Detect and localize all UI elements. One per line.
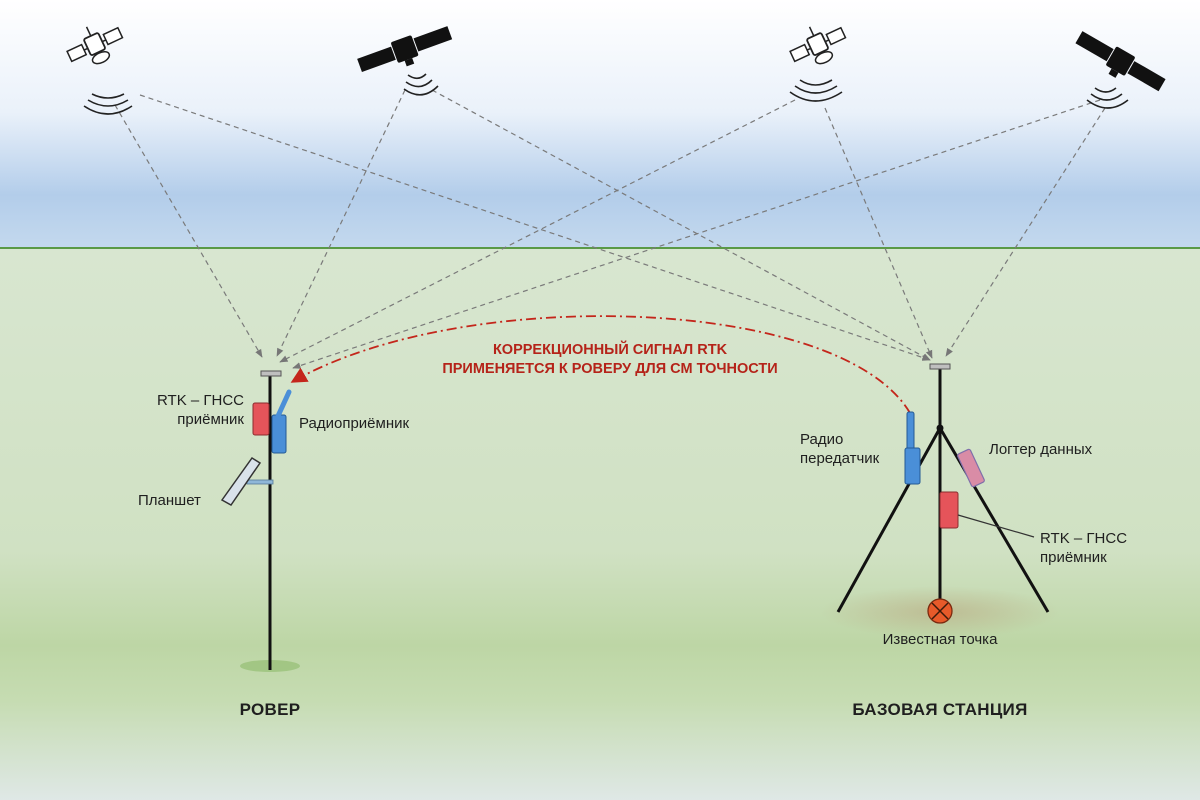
banner-line-1: КОРРЕКЦИОННЫЙ СИГНАЛ RTK [492,342,728,358]
base-gnss-label: RTK – ГНСС приёмник [1040,529,1127,567]
rover-radio-label: Радиоприёмник [299,415,410,432]
rover-radio-antenna [275,389,292,419]
base-gnss-label-line-1: RTK – ГНСС [1040,530,1128,547]
base-radio-label: Радио передатчик [800,430,879,468]
rover-antenna-cap [260,370,282,377]
satellite-icon [66,26,124,65]
wave-icon [789,79,843,102]
rover-tablet [220,456,262,506]
banner-line-2: ПРИМЕНЯЕТСЯ К РОВЕРУ ДЛЯ СМ ТОЧНОСТИ [442,361,778,377]
wave-icon [403,73,439,96]
rover-radio-receiver [271,414,287,454]
base-station-tripod [836,363,1050,624]
rtk-correction-banner: КОРРЕКЦИОННЫЙ СИГНАЛ RTK ПРИМЕНЯЕТСЯ К Р… [400,341,820,379]
base-logger-label: Логтер данных [989,441,1093,458]
ground [0,248,1200,800]
wave-icon [83,93,133,115]
rover-gnss-receiver [252,402,270,436]
rover-title: РОВЕР [239,700,301,719]
base-radio-label-line-2: передатчик [800,450,880,467]
base-station-title: БАЗОВАЯ СТАНЦИЯ [852,700,1028,719]
sky [0,0,1200,250]
rover-gnss-label-line-2: приёмник [177,411,244,428]
base-radio-transmitter [904,447,921,485]
rover-gnss-label: RTK – ГНСС приёмник [140,391,244,429]
satellite-icon [1075,31,1166,92]
satellite-icon [357,26,453,73]
rover-pole-assembly [220,370,300,672]
satellite-icon [789,26,847,65]
base-data-logger [957,448,985,488]
base-gnss-leader-line [957,514,1035,538]
base-radio-antenna [906,411,915,451]
base-gnss-receiver [939,491,959,529]
satellite-signal-lines [114,89,1106,369]
rover-tablet-label: Планшет [138,492,201,509]
base-radio-label-line-1: Радио [800,431,844,448]
rover-gnss-label-line-1: RTK – ГНСС [156,392,244,409]
wave-icon [1086,87,1129,109]
known-point-label: Известная точка [882,631,998,648]
base-gnss-label-line-2: приёмник [1040,549,1107,566]
rtk-correction-signal [290,315,911,414]
base-antenna-cap [929,363,951,370]
